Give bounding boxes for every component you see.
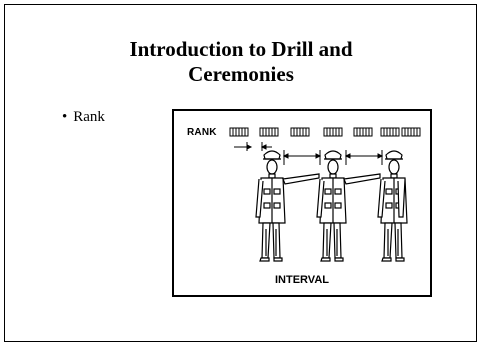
rank-blocks	[229, 127, 421, 137]
rank-block-icon	[259, 127, 279, 137]
rank-block-icon	[229, 127, 249, 137]
rank-label: RANK	[187, 127, 217, 138]
gap-markers	[234, 142, 272, 151]
interval-label: INTERVAL	[275, 274, 329, 286]
rank-block-icon	[290, 127, 310, 137]
soldier-icon	[316, 150, 381, 262]
bullet-dot-icon: •	[62, 109, 68, 125]
soldier-icon	[377, 150, 408, 262]
bullet-text: Rank	[73, 109, 105, 125]
title-line-2: Ceremonies	[188, 62, 294, 86]
interval-arrows	[282, 150, 384, 165]
rank-block-icon	[401, 127, 421, 137]
title-line-1: Introduction to Drill and	[129, 37, 353, 61]
bullet-item: • Rank	[62, 109, 105, 126]
slide-title: Introduction to Drill and Ceremonies	[0, 37, 482, 87]
soldiers-illustration	[229, 127, 421, 262]
interval-figure: RANK	[172, 109, 432, 297]
rank-block-icon	[380, 127, 400, 137]
rank-block-icon	[353, 127, 373, 137]
rank-block-icon	[323, 127, 343, 137]
soldier-icon	[255, 150, 320, 262]
